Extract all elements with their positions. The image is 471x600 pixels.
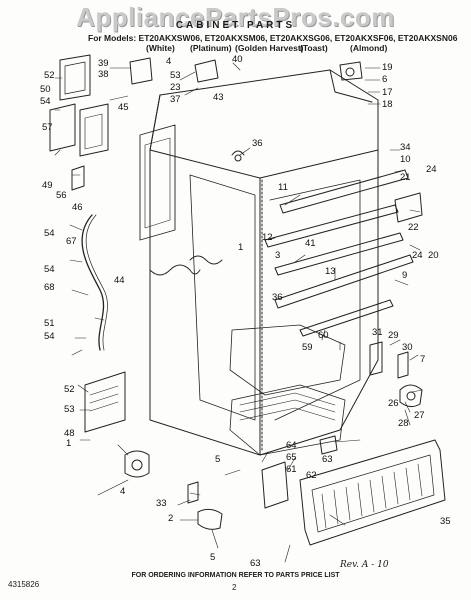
callout-label: 13 <box>325 266 336 277</box>
callout-label: 54 <box>40 96 51 107</box>
callout-numbers: 52 39 38 4 53 23 37 40 43 19 6 17 18 50 … <box>40 54 451 569</box>
models-list: ET20AKXSW06, ET20AKXSM06, ET20AKXSG06, E… <box>138 33 458 43</box>
lower-left-hardware <box>84 371 223 530</box>
page-title: CABINET PARTS <box>175 20 296 31</box>
models-line: For Models: ET20AKXSW06, ET20AKXSM06, ET… <box>88 33 457 43</box>
callout-label: 22 <box>408 222 419 233</box>
ordering-note: FOR ORDERING INFORMATION REFER TO PARTS … <box>131 572 340 579</box>
callout-label: 4 <box>166 56 171 67</box>
finish-golden-harvest: (Golden Harvest) <box>235 43 304 53</box>
callout-label: 5 <box>215 454 220 465</box>
callout-label: 33 <box>156 498 167 509</box>
callout-label: 39 <box>98 58 109 69</box>
callout-label: 68 <box>44 282 55 293</box>
callout-label: 35 <box>440 516 451 527</box>
callout-label: 24 <box>426 164 437 175</box>
callout-label: 40 <box>232 54 243 65</box>
models-label: For Models: <box>88 33 137 43</box>
callout-label: 52 <box>64 384 75 395</box>
callout-label: 18 <box>382 99 393 110</box>
callout-label: 1 <box>238 242 243 253</box>
callout-label: 51 <box>44 318 55 329</box>
callout-label: 36 <box>252 138 263 149</box>
control-panel-assembly <box>49 54 109 191</box>
shelf-rails <box>264 169 423 337</box>
callout-label: 28 <box>398 418 409 429</box>
callout-label: 59 <box>302 342 313 353</box>
handwritten-revision: Rev. A - 10 <box>340 560 389 570</box>
callout-label: 38 <box>98 69 109 80</box>
watermark: AppliancePartsPros.com <box>76 2 395 32</box>
callout-label: 30 <box>402 342 413 353</box>
water-tubing <box>81 214 108 351</box>
callout-label: 1 <box>66 438 71 449</box>
document-number: 4315826 <box>8 580 40 589</box>
callout-label: 65 <box>286 452 297 463</box>
callout-label: 56 <box>56 190 67 201</box>
callout-label: 43 <box>213 92 224 103</box>
callout-label: 50 <box>40 84 51 95</box>
finish-toast: (Toast) <box>300 43 328 53</box>
callout-label: 44 <box>114 275 125 286</box>
callout-label: 11 <box>278 182 288 193</box>
callout-label: 34 <box>400 142 411 153</box>
callout-label: 54 <box>44 264 55 275</box>
page-number: 2 <box>232 583 237 592</box>
callout-label: 2 <box>168 513 173 524</box>
callout-label: 67 <box>66 236 77 247</box>
callout-label: 45 <box>118 102 129 113</box>
leader-lines <box>54 62 423 563</box>
callout-label: 23 <box>170 82 181 93</box>
callout-label: 26 <box>388 398 399 409</box>
callout-label: 9 <box>402 270 407 281</box>
callout-label: 63 <box>250 558 261 569</box>
callout-label: 63 <box>322 454 333 465</box>
callout-label: 64 <box>286 440 297 451</box>
callout-label: 49 <box>42 180 53 191</box>
callout-label: 52 <box>44 70 55 81</box>
callout-label: 20 <box>428 250 439 261</box>
callout-label: 57 <box>42 122 53 133</box>
callout-label: 53 <box>64 404 75 415</box>
finish-almond: (Almond) <box>350 43 388 53</box>
callout-label: 60 <box>318 330 329 341</box>
callout-label: 37 <box>170 94 181 105</box>
callout-label: 4 <box>120 486 125 497</box>
callout-label: 24 <box>412 250 423 261</box>
callout-label: 46 <box>72 202 83 213</box>
callout-label: 29 <box>388 330 399 341</box>
callout-label: 10 <box>400 154 411 165</box>
callout-label: 3 <box>275 250 280 261</box>
callout-label: 17 <box>382 87 393 98</box>
finish-white: (White) <box>146 43 175 53</box>
callout-label: 27 <box>414 410 425 421</box>
lower-right-hardware <box>261 341 423 509</box>
toe-grille <box>299 439 446 546</box>
callout-label: 7 <box>420 354 425 365</box>
callout-label: 6 <box>382 74 387 85</box>
callout-label: 31 <box>372 327 383 338</box>
finish-platinum: (Platinum) <box>190 43 232 53</box>
callout-label: 5 <box>210 552 215 563</box>
cabinet-shell <box>139 69 379 456</box>
callout-label: 61 <box>286 464 297 475</box>
callout-label: 54 <box>44 228 55 239</box>
callout-label: 54 <box>44 331 55 342</box>
upper-hardware <box>129 57 363 162</box>
callout-label: 48 <box>64 428 75 439</box>
callout-label: 41 <box>305 238 316 249</box>
callout-label: 36 <box>272 292 283 303</box>
callout-label: 19 <box>382 62 393 73</box>
callout-label: 53 <box>170 70 181 81</box>
callout-label: 21 <box>400 172 411 183</box>
callout-label: 62 <box>306 470 317 481</box>
callout-label: 12 <box>262 232 273 243</box>
